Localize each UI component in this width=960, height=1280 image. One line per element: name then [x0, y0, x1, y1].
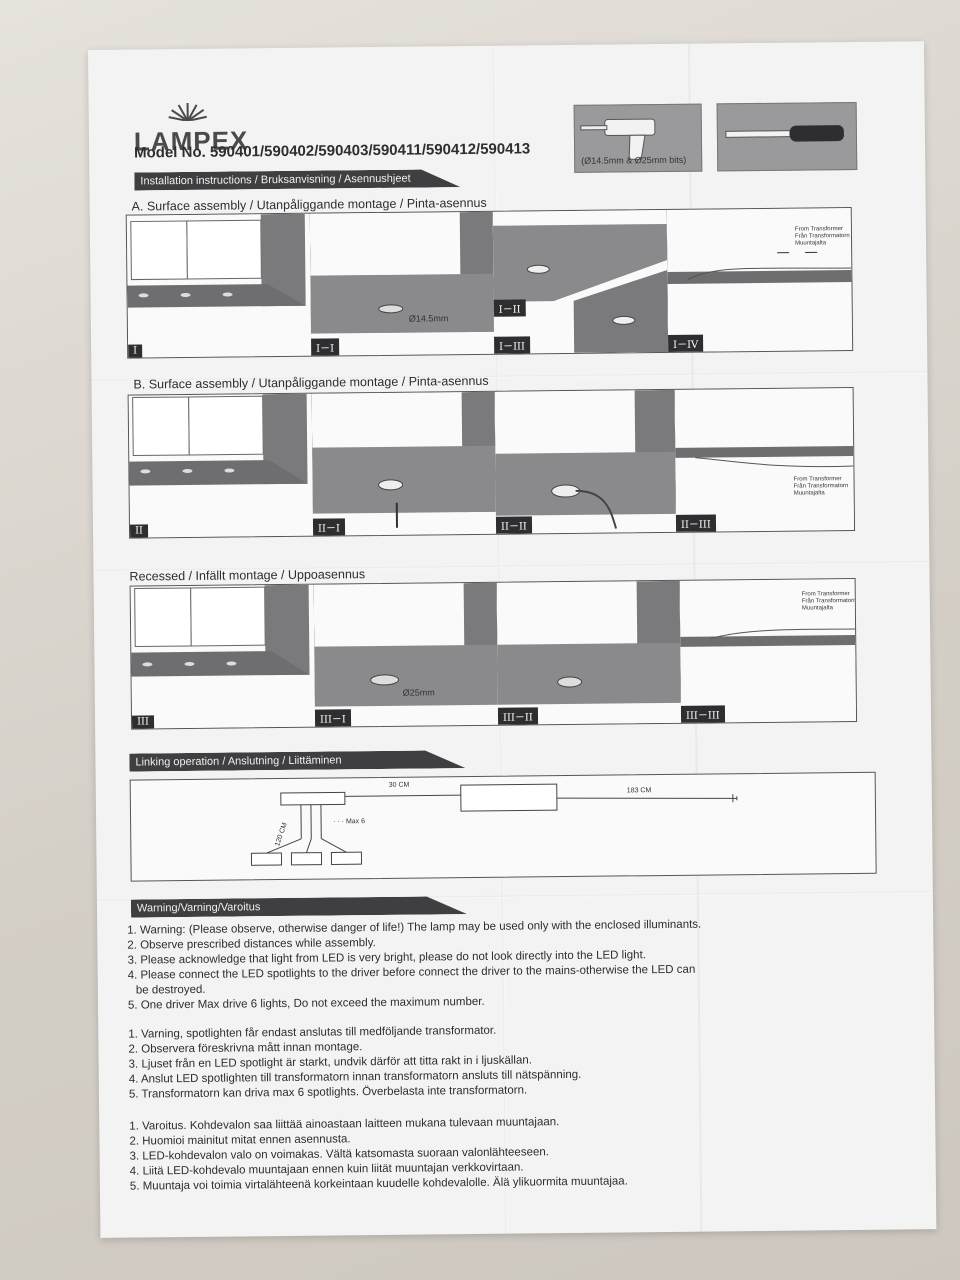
- note-line: Muuntajalta: [795, 240, 827, 247]
- max-lights-value: Max 6: [345, 818, 366, 826]
- panel-label: II－I: [312, 518, 345, 536]
- screwdriver-icon: [725, 125, 844, 142]
- diagram-panel: Ø14.5mm I－I: [309, 211, 496, 356]
- diagram-panel: III－II: [496, 580, 683, 725]
- diagram-panel: II－I: [311, 391, 498, 536]
- linking-banner: Linking operation / Anslutning / Liittäm…: [129, 750, 465, 772]
- drill-caption: (Ø14.5mm & Ø25mm bits): [581, 154, 687, 166]
- brand-logo: LAMPEX: [134, 100, 249, 157]
- diagram-panel: I: [126, 213, 313, 358]
- installation-banner: Installation instructions / Bruksanvisni…: [134, 169, 460, 190]
- hole-dimension: Ø25mm: [402, 687, 435, 698]
- cable-length-183: 183 CM: [626, 787, 652, 795]
- panel-label: I－IV: [668, 334, 704, 352]
- cable-length-30: 30 CM: [388, 781, 410, 789]
- note-line: Muuntajalta: [793, 490, 825, 497]
- transformer-note: From Transformer Från Transformatorn Muu…: [794, 476, 849, 498]
- screwdriver-panel: [716, 101, 858, 172]
- diagram-panel: II－II: [494, 389, 678, 534]
- section-a-diagrams: I Ø14.5mm I－I I－II I－III: [125, 207, 854, 359]
- drill-icon: [580, 118, 656, 160]
- panel-label: I－II: [493, 299, 526, 317]
- diagram-panel: From Transformer Från Transformatorn Muu…: [666, 208, 853, 352]
- panel-label: III－II: [497, 707, 538, 725]
- diagram-panel: II: [128, 393, 315, 538]
- drill-panel: (Ø14.5mm & Ø25mm bits): [573, 103, 703, 173]
- note-line: Muuntajalta: [801, 605, 833, 612]
- section-b-title: B. Surface assembly / Utanpåliggande mon…: [133, 373, 489, 392]
- model-number: Model No. 590401/590402/590403/590411/59…: [133, 140, 531, 162]
- warning-banner: Warning/Varning/Varoitus: [131, 896, 467, 918]
- warnings-finnish: 1. Varoitus. Kohdevalon saa liittää aino…: [129, 1114, 628, 1194]
- transformer-note: From Transformer Från Transformatorn Muu…: [802, 591, 856, 613]
- section-c-diagrams: III Ø25mm III－I III－II: [129, 577, 858, 730]
- panel-label: I－III: [494, 336, 531, 354]
- hole-dimension: Ø14.5mm: [408, 313, 449, 324]
- panel-label: III－I: [314, 709, 351, 727]
- section-c-title: Recessed / Infällt montage / Uppoasennus: [129, 567, 366, 584]
- diagram-panel: Ø25mm III－I: [313, 582, 500, 727]
- warnings-swedish: 1. Varning, spotlighten får endast anslu…: [128, 1023, 581, 1103]
- max-lights: · · · Max 6: [333, 818, 366, 826]
- instruction-sheet: LAMPEX Model No. 590401/590402/590403/59…: [88, 41, 937, 1238]
- diagram-panel: From Transformer Från Transformatorn Muu…: [674, 388, 855, 532]
- diagram-panel: III: [130, 584, 317, 729]
- panel-label: III－III: [680, 705, 725, 723]
- diagram-panel: I－II I－III: [492, 209, 670, 354]
- panel-label: II－III: [675, 514, 716, 532]
- warnings-english: 1. Warning: (Please observe, otherwise d…: [127, 918, 702, 1014]
- panel-label: III: [131, 715, 154, 729]
- panel-label: I: [128, 344, 143, 358]
- sunrise-logo-icon: [168, 102, 207, 122]
- linking-diagram: 30 CM 183 CM 120 CM · · · Max 6: [129, 771, 877, 882]
- panel-label: II: [129, 524, 149, 538]
- section-b-diagrams: II II－I II－II: [127, 387, 856, 539]
- panel-label: II－II: [495, 516, 532, 534]
- panel-label: I－I: [311, 338, 340, 356]
- diagram-panel: From Transformer Från Transformatorn Muu…: [679, 579, 857, 723]
- transformer-note: From Transformer Från Transformatorn Muu…: [795, 226, 850, 248]
